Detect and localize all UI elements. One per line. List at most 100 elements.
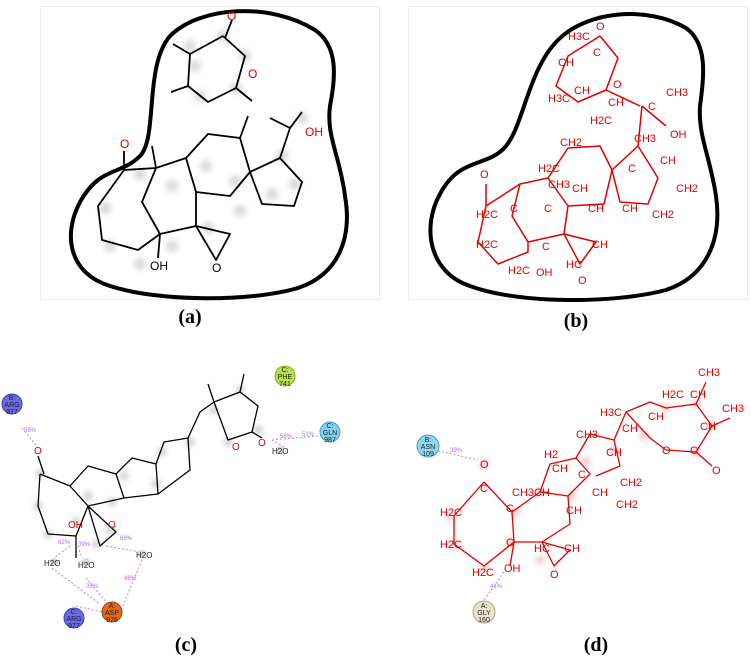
b-o-ketone: O: [480, 169, 489, 181]
c-water-3: H2O: [136, 551, 152, 560]
c-res3-chain: C:: [327, 423, 334, 430]
d-res2-name: GLY: [477, 610, 491, 617]
d-ch3-27: CH3: [722, 403, 744, 415]
d-hc-6: HC: [534, 543, 550, 555]
b-c-13: C: [628, 163, 636, 175]
d-h2c-2: H2C: [440, 507, 462, 519]
b-ch-17: CH: [660, 155, 676, 167]
d-ch2-15: CH2: [620, 477, 642, 489]
b-ch2-c1: CH2: [560, 137, 582, 149]
b-c-keto: C: [510, 203, 518, 215]
c-res4-chain: A:: [109, 603, 116, 610]
d-ch-9: CH: [534, 487, 550, 499]
b-h2c-lac: H2C: [590, 115, 612, 127]
panel-b: O C O H3C CH H3C CH H2C CH C CH3 OH CH3 …: [408, 6, 746, 303]
b-ch-1: CH: [558, 57, 574, 69]
b-ch3-19: CH3: [548, 179, 570, 191]
d-h3c-21: H3C: [600, 407, 622, 419]
b-o-epoxide: O: [578, 275, 587, 287]
d-h2c-23: H2C: [662, 389, 684, 401]
b-ch2-15: CH2: [652, 209, 674, 221]
c-water-2: H2O: [78, 561, 94, 570]
residue-b-asn109-circle: [416, 434, 440, 458]
b-hc-6: HC: [566, 259, 582, 271]
c-pct-5: 39%: [78, 542, 91, 548]
c-res4-name: ASP: [105, 610, 119, 617]
residue-c-gln987-circle: [319, 421, 341, 443]
caption-d: (d): [583, 634, 609, 656]
c-res1-chain: B:: [9, 395, 16, 402]
d-h2c-3: H2C: [440, 539, 462, 551]
b-ch3-side: CH3: [666, 87, 688, 99]
b-h3c-2: H3C: [548, 93, 570, 105]
panel-b-structure: O C O H3C CH H3C CH H2C CH C CH3 OH CH3 …: [428, 12, 720, 303]
water-1-circle: [50, 558, 58, 566]
b-ch-7: CH: [592, 239, 608, 251]
c-res1-num: 977: [6, 409, 18, 416]
d-ch-12: CH: [552, 463, 568, 475]
d-pct-2: 41%: [490, 584, 503, 590]
c-pct-2: 58%: [280, 434, 293, 440]
c-pct-7: 48%: [124, 576, 137, 582]
panel-c: B: ARG 977 C: PHE 741 C: GLN 987 A: ASP …: [0, 346, 360, 636]
c-res1-name: ARG: [4, 402, 19, 409]
d-c-13: C: [578, 469, 586, 481]
c-pct-4: 62%: [58, 540, 71, 546]
d-ch2-16: CH2: [616, 499, 638, 511]
b-h2c-c1: H2C: [538, 163, 560, 175]
b-c-side: C: [648, 101, 656, 113]
water-3-circle: [138, 550, 146, 558]
a-oh-ring: OH: [150, 259, 168, 273]
caption-a: (a): [178, 306, 202, 328]
residue-c-arg977-circle: [63, 607, 85, 629]
b-ch-2: CH: [574, 85, 590, 97]
c-res4-num: 976: [106, 617, 118, 624]
d-ch-side: CH: [622, 423, 638, 435]
b-c-5: C: [542, 241, 550, 253]
a-oh-side: OH: [305, 125, 323, 139]
c-res3-name: GLN: [323, 430, 337, 437]
c-oh: OH: [68, 520, 83, 531]
residue-a-asp976-circle: [101, 601, 123, 623]
panel-d-diagram: B: ASN 109 A: GLY 160 39% 41% O C H2C H2…: [416, 367, 744, 624]
water-2-circle: [82, 558, 90, 566]
b-c-lactone: C: [593, 47, 601, 59]
b-h2c-3: H2C: [476, 239, 498, 251]
d-res2-num: 160: [478, 617, 490, 624]
b-o-lactone: O: [613, 79, 622, 91]
a-o-carbonyl: O: [227, 9, 236, 23]
c-o-carb: O: [258, 438, 266, 449]
d-pct-1: 39%: [450, 448, 463, 454]
panel-a: O O OH O OH O: [40, 6, 378, 301]
b-ch3-top: CH3: [634, 133, 656, 145]
c-pct-6: 69%: [120, 536, 133, 542]
caption-c: (c): [174, 634, 198, 656]
c-pct-3: 51%: [302, 432, 315, 438]
b-h2c-4: H2C: [508, 265, 530, 277]
c-res5-num: 977: [68, 623, 80, 630]
d-c-keto: C: [480, 483, 488, 495]
d-h2c-4: H2C: [472, 567, 494, 579]
water-4-circle: [276, 446, 284, 454]
c-res2-num: 741: [279, 381, 291, 388]
d-ch-8: CH: [566, 505, 582, 517]
b-o-carbonyl: O: [596, 21, 605, 33]
d-c-5: C: [506, 537, 514, 549]
d-c-10: C: [506, 503, 514, 515]
d-ch-14: CH: [592, 487, 608, 499]
d-ch-25: CH: [700, 421, 716, 433]
panel-b-outline: [428, 12, 720, 303]
a-o-epoxide: O: [212, 261, 221, 275]
c-res3-num: 987: [324, 437, 336, 444]
residue-b-arg977-circle: [1, 393, 23, 415]
c-res2-chain: C:: [282, 367, 289, 374]
c-res5-chain: C:: [71, 609, 78, 616]
c-pct-8: 35%: [86, 584, 99, 590]
panel-a-outline: [68, 9, 349, 301]
d-o-epox: O: [550, 569, 559, 581]
d-oh: OH: [504, 563, 521, 575]
d-res1-chain: B:: [425, 437, 432, 444]
a-o-lactone: O: [248, 67, 257, 81]
d-res2-chain: A:: [481, 603, 488, 610]
c-water-4: H2O: [272, 447, 288, 456]
